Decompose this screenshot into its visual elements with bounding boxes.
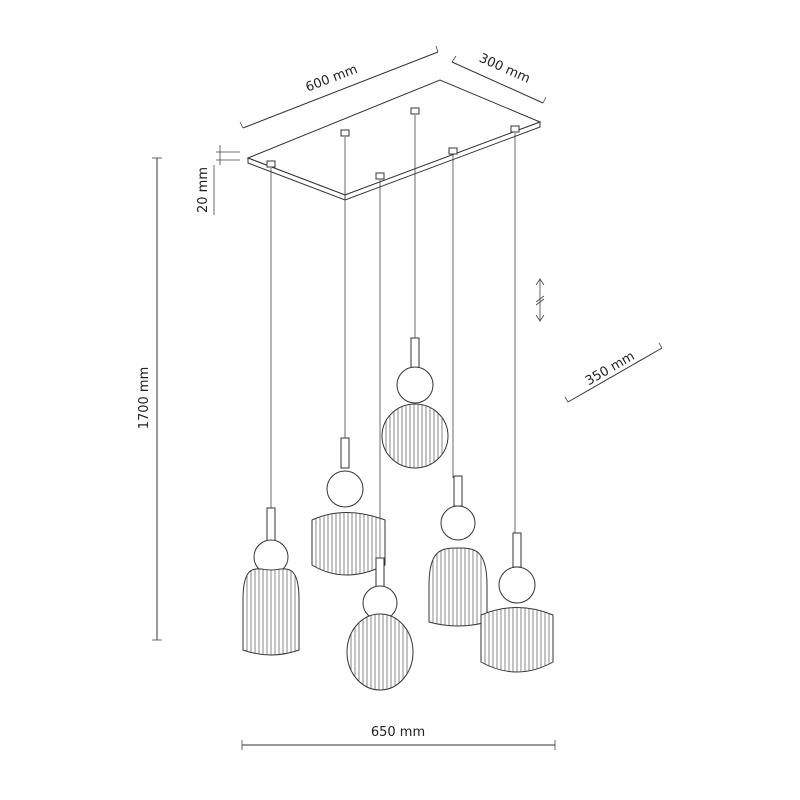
adjustable-length-icon bbox=[535, 278, 545, 322]
pendant-c bbox=[346, 557, 414, 691]
pendant-a bbox=[242, 507, 300, 656]
width-label: 300 mm bbox=[477, 51, 533, 87]
length-label: 600 mm bbox=[304, 62, 360, 95]
ceiling-plate bbox=[246, 79, 542, 201]
depth-label: 350 mm bbox=[583, 349, 638, 389]
pendant-f bbox=[480, 532, 554, 673]
pendant-d bbox=[381, 337, 449, 469]
dimension-depth: 350 mm bbox=[564, 342, 663, 403]
pendant-e bbox=[428, 475, 488, 627]
span-label: 650 mm bbox=[371, 725, 425, 740]
total-height-label: 1700 mm bbox=[137, 367, 152, 430]
dimension-total-height: 1700 mm bbox=[137, 157, 162, 641]
dimension-plate-height: 20 mm bbox=[196, 145, 240, 215]
pendant-b bbox=[311, 437, 386, 576]
plate-height-label: 20 mm bbox=[196, 167, 211, 213]
cable-caps bbox=[266, 107, 520, 180]
cables bbox=[270, 115, 516, 560]
dimension-span: 650 mm bbox=[241, 725, 556, 750]
